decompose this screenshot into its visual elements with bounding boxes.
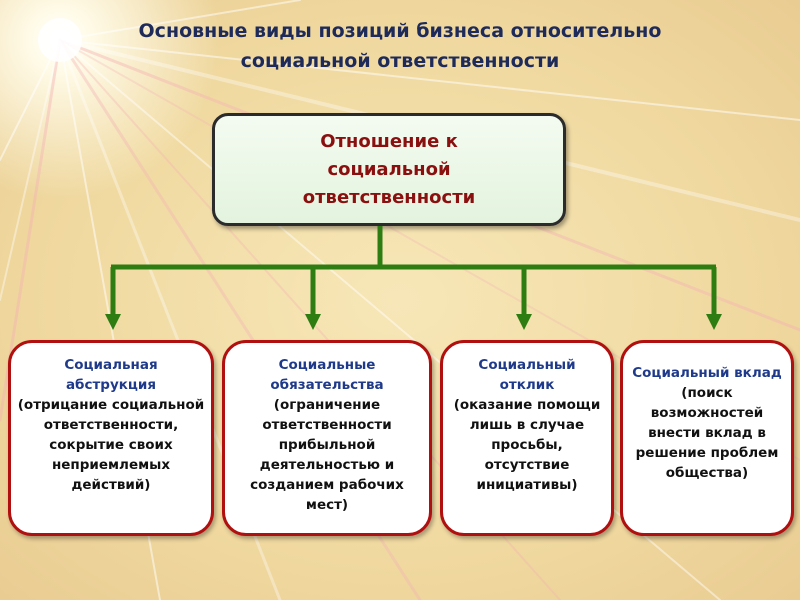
- root-node-label: Отношение к социальной ответственности: [302, 130, 476, 208]
- slide-title-line-1: Основные виды позиций бизнеса относитель…: [138, 20, 662, 42]
- position-card-heading: Социальный отклик: [478, 357, 576, 393]
- position-card-heading: Социальная абструкция: [64, 357, 158, 393]
- root-node: Отношение к социальной ответственности: [212, 113, 566, 226]
- position-card-description: (ограничение ответственности прибыльной …: [250, 397, 404, 513]
- position-card-description: (поиск возможностей внести вклад в решен…: [635, 385, 779, 481]
- position-card-description: (отрицание социальной ответственности, с…: [17, 397, 205, 493]
- position-card-contribution: Социальный вклад (поиск возможностей вне…: [620, 340, 794, 536]
- position-card-heading: Социальный вклад: [632, 365, 782, 381]
- position-card-response: Социальный отклик (оказание помощи лишь …: [440, 340, 614, 536]
- slide-title: Основные виды позиций бизнеса относитель…: [40, 16, 760, 76]
- slide-title-line-2: социальной ответственности: [240, 50, 560, 72]
- position-card-obligations: Социальные обязательства (ограничение от…: [222, 340, 432, 536]
- position-card-description: (оказание помощи лишь в случае просьбы, …: [453, 397, 601, 493]
- position-card-heading: Социальные обязательства: [270, 357, 384, 393]
- position-card-abstruction: Социальная абструкция (отрицание социаль…: [8, 340, 214, 536]
